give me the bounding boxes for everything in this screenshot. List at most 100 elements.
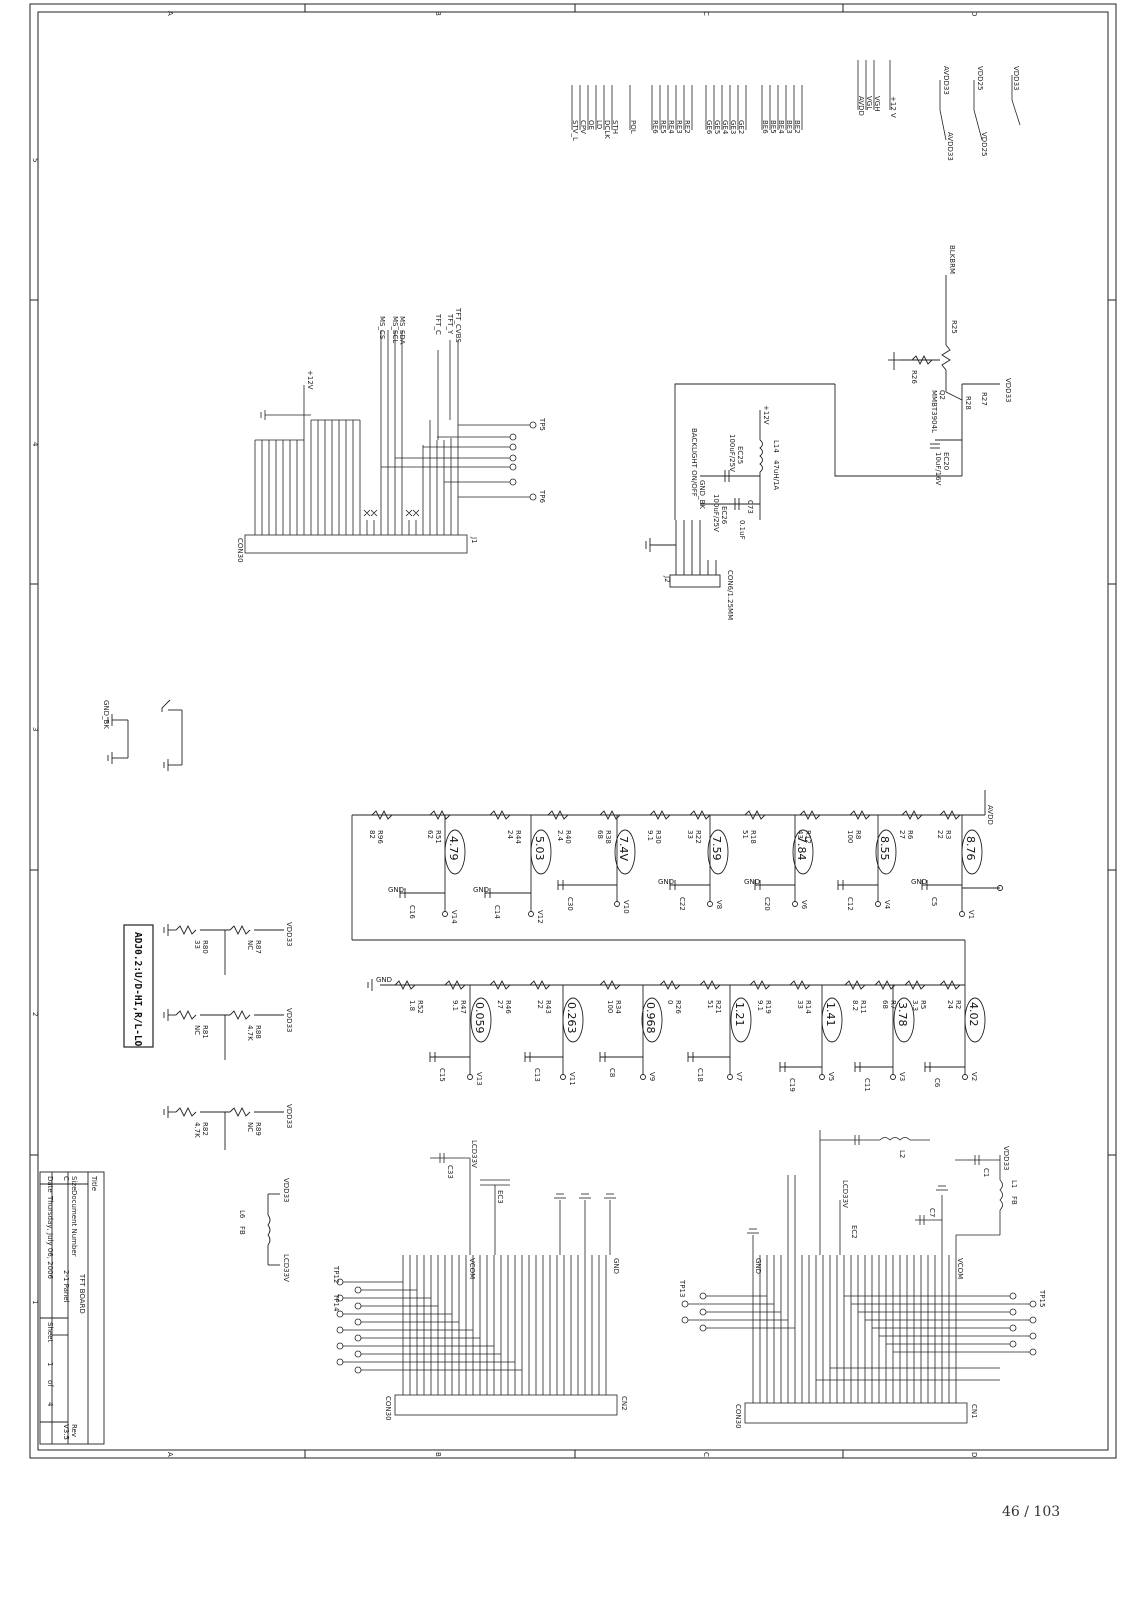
net-vdd33-top: VDD33 xyxy=(1012,66,1020,90)
gamma-top-gnd3: GND xyxy=(744,878,760,886)
border-letter-c: C xyxy=(702,11,710,16)
gamma-bottom-v7: 9.1 xyxy=(756,1000,764,1011)
gamma-bottom-r3: R43 xyxy=(544,1000,552,1014)
gamma-bottom-volt3: 1.21 xyxy=(733,1002,746,1027)
gamma-bottom-r1: R47 xyxy=(459,1000,467,1014)
label-ec20-value: 10uF/16V xyxy=(934,452,942,486)
border-number-5: 5 xyxy=(31,158,39,162)
label-ec2: EC2 xyxy=(850,1225,858,1239)
net-vcom-cn1: VCOM xyxy=(956,1258,964,1279)
net-vdd33-adj1: VDD33 xyxy=(285,922,293,946)
label-j2-part: CON6/1.25MM xyxy=(726,570,734,620)
net-re6: RE6 xyxy=(651,120,659,134)
gamma-top-r5: R30 xyxy=(654,830,662,844)
net-backlight-onoff: BACKLIGHT ON/OFF xyxy=(690,428,698,497)
label-q2-part: MMBT3904L xyxy=(930,390,938,433)
gamma-top-v1: 62 xyxy=(426,830,434,839)
label-c33: C33 xyxy=(446,1165,454,1179)
label-r26: R26 xyxy=(910,370,918,384)
label-r89-value: NC xyxy=(246,1122,254,1132)
gamma-top-tap6: V1 xyxy=(967,910,975,919)
net-pol: POL xyxy=(629,120,637,134)
gamma-bottom-tap5: V3 xyxy=(898,1072,906,1081)
gamma-bottom-volt0: 0.059 xyxy=(473,1002,486,1034)
gamma-bottom-v5: 0 xyxy=(666,1000,674,1004)
net-ld: LD xyxy=(595,120,603,129)
net-re2: RE2 xyxy=(683,120,691,134)
label-l14-value: 47uH/1A xyxy=(772,460,780,490)
gamma-top-volt0: 4.79 xyxy=(447,836,460,861)
net-stv-l: STV_L xyxy=(571,120,579,141)
label-ec26: EC26 xyxy=(720,506,728,525)
gamma-bottom-v2: 27 xyxy=(496,1000,504,1009)
gamma-top-tap5: V4 xyxy=(883,900,891,910)
label-ec3: EC3 xyxy=(496,1190,504,1204)
gamma-bottom-volt5: 3.78 xyxy=(896,1002,909,1027)
gamma-top-r6: R22 xyxy=(694,830,702,844)
gamma-bottom-r0: R52 xyxy=(416,1000,424,1014)
label-l14: L14 xyxy=(772,440,780,453)
label-l6: L6 xyxy=(238,1210,246,1219)
net-vdd33-adj3: VDD33 xyxy=(285,1104,293,1128)
net-ge3: GE3 xyxy=(729,120,737,134)
block-title: 2-1 Panel xyxy=(62,1270,70,1303)
border-letter-a: A xyxy=(166,11,174,16)
voltage-ellipse-3-78 xyxy=(893,997,915,1043)
gamma-bottom-r9: R11 xyxy=(859,1000,867,1014)
label-tp5: TP5 xyxy=(538,417,546,431)
voltage-ellipse-5-03 xyxy=(530,829,552,875)
voltage-ellipse-8-55 xyxy=(875,829,897,875)
gamma-top-r9: R8 xyxy=(854,830,862,839)
rev-value: V3.5 xyxy=(62,1424,70,1440)
net-tft-c: TFT_C xyxy=(434,313,442,335)
net-lcd33v-cn1: LCD33V xyxy=(841,1180,849,1208)
gamma-bottom-r4: R34 xyxy=(614,1000,622,1014)
voltage-ellipse-7-4 xyxy=(614,829,636,875)
label-cn2-part: CON30 xyxy=(384,1396,392,1421)
net-p12v-bl: +12V xyxy=(762,405,770,425)
gamma-top-r1: R51 xyxy=(434,830,442,844)
net-gnd-cn2: GND xyxy=(612,1258,620,1274)
document-label: Document Number xyxy=(70,1190,78,1257)
voltage-ellipse-8-76 xyxy=(961,829,983,875)
net-vdd33-bl: VDD33 xyxy=(1004,378,1012,402)
net-vgl: VGL xyxy=(865,96,873,110)
net-ge5: GE5 xyxy=(713,120,721,134)
gamma-bottom-cap3: C18 xyxy=(696,1068,704,1082)
sheet-label: Sheet xyxy=(46,1322,54,1342)
rev-label: Rev xyxy=(70,1424,78,1437)
connector-j1-body xyxy=(244,534,468,554)
label-tp15: TP15 xyxy=(1038,1289,1046,1307)
gamma-bottom-v6: 51 xyxy=(706,1000,714,1009)
net-vgh: VGH xyxy=(873,96,881,111)
gamma-top-cap0: C16 xyxy=(408,905,416,919)
voltage-ellipse-0-263 xyxy=(562,997,584,1043)
net-re3: RE3 xyxy=(675,120,683,134)
voltage-ellipse-0-059 xyxy=(470,997,492,1043)
net-avdd: AVDD xyxy=(857,96,865,116)
gamma-top-v7: 51 xyxy=(741,830,749,839)
label-cn1: CN1 xyxy=(970,1404,978,1419)
net-vdd25-b: VDD25 xyxy=(980,132,988,156)
outer-border xyxy=(29,3,1117,1459)
inner-border xyxy=(37,11,1109,1451)
gamma-bottom-cap0: C15 xyxy=(438,1068,446,1082)
label-r28: R28 xyxy=(964,396,972,410)
net-gnd-bk: GND_BK xyxy=(698,480,706,509)
net-gnd-cn1: GND xyxy=(754,1258,762,1274)
gamma-bottom-v4: 100 xyxy=(606,1000,614,1013)
gamma-top-r8: R12 xyxy=(804,830,812,844)
net-be3: BE3 xyxy=(785,120,793,134)
voltage-ellipse-1-41 xyxy=(821,997,843,1043)
date-value: Thursday, July 06, 2006 xyxy=(46,1195,54,1280)
gamma-bottom-r5: R26 xyxy=(674,1000,682,1014)
label-c1: C1 xyxy=(982,1168,990,1177)
border-number-3: 3 xyxy=(31,727,39,731)
net-be4: BE4 xyxy=(777,120,785,134)
sheet-total: 4 xyxy=(46,1402,54,1407)
gamma-bottom-cap5: C11 xyxy=(863,1078,871,1092)
label-j1-part: CON30 xyxy=(236,538,244,563)
gamma-top-cap1: C14 xyxy=(493,905,501,919)
net-be6: BE6 xyxy=(761,120,769,134)
